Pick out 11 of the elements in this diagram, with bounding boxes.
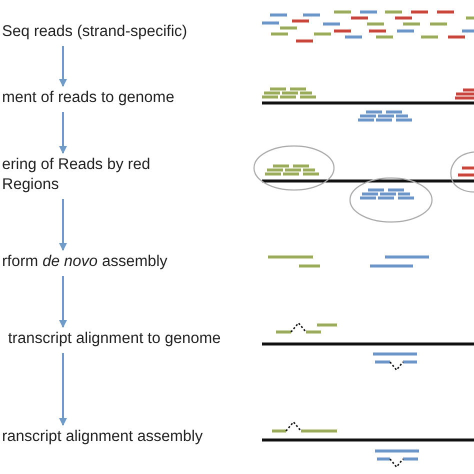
arrow (59, 353, 67, 426)
step-text: ment of reads to genome (2, 89, 174, 106)
step-text: Seq reads (strand-specific) (2, 23, 188, 40)
arrow (59, 112, 67, 154)
step-text: transcript alignment to genome (8, 330, 221, 347)
step-text: ranscript alignment assembly (2, 428, 203, 445)
arrow (59, 276, 67, 328)
step-text: rform de novo assembly (2, 253, 168, 270)
arrow (59, 46, 67, 87)
step-text: ering of Reads by red Regions (2, 156, 150, 193)
arrow (59, 199, 67, 251)
